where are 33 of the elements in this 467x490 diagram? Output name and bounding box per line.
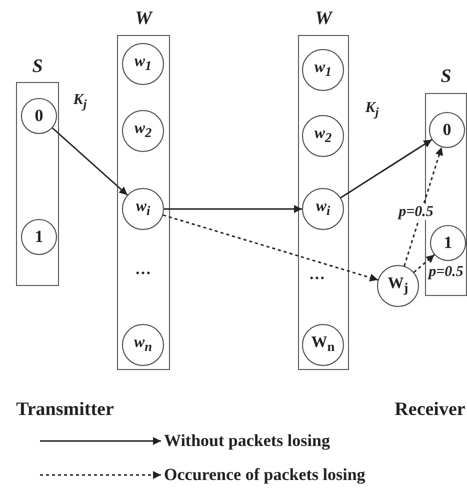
edge-label: p=0.5: [398, 204, 434, 220]
state-circle: w$_{i}$: [122, 188, 164, 230]
state-circle: 0: [429, 112, 465, 148]
arrow: [413, 254, 435, 273]
state-circle: W$_{j}$: [377, 265, 419, 307]
column-heading: W: [314, 8, 334, 30]
state-circle: w$_{1}$: [302, 49, 344, 91]
column-heading: S: [440, 66, 452, 88]
side-label: Receiver: [394, 399, 466, 421]
arrow: [340, 139, 432, 198]
state-circle: 1: [21, 219, 57, 255]
arrow: [164, 205, 302, 213]
side-label: Transmitter: [16, 399, 114, 421]
legend-text: Without packets losing: [164, 431, 330, 451]
state-circle: w$_{i}$: [302, 188, 344, 230]
state-circle: 1: [430, 225, 466, 261]
arrow: [162, 214, 378, 282]
state-circle: w$_{n}$: [122, 324, 164, 366]
ellipsis-label: …: [309, 266, 325, 284]
state-circle: w$_{2}$: [302, 115, 344, 157]
column-heading: W: [134, 8, 154, 30]
ellipsis-label: …: [135, 261, 151, 279]
state-circle: w$_{2}$: [122, 110, 164, 152]
edge-label: p=0.5: [428, 264, 464, 280]
state-circle: w$_{1}$: [122, 43, 164, 85]
column-heading: S: [31, 56, 44, 78]
edge-label: K$_{j}$: [72, 92, 88, 112]
legend-text: Occurence of packets losing: [164, 465, 366, 485]
state-circle: W$_{n}$: [302, 324, 344, 366]
arrow: [404, 146, 444, 266]
edge-label: K$_{j}$: [364, 100, 380, 120]
arrow: [52, 127, 128, 196]
state-circle: 0: [21, 98, 57, 134]
